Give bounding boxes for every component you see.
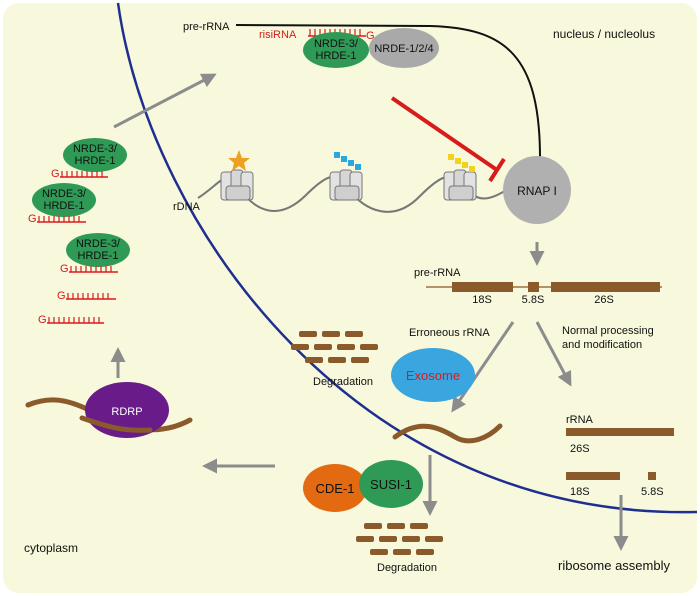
erroneous-rrna-strand: [392, 423, 503, 444]
cyto-g-letter-4: G: [57, 290, 66, 302]
cde1-label: CDE-1: [315, 481, 354, 496]
rrna-26s-label: 26S: [570, 443, 590, 455]
rrna-26s-bar: [566, 428, 674, 436]
segment-18s: [452, 282, 513, 292]
pre-rrna-top-label: pre-rRNA: [183, 21, 230, 33]
cde1-enzyme: [303, 464, 367, 512]
cyto-nrde3-label-1: NRDE-3/HRDE-1: [73, 143, 118, 167]
cyto-g-letter-2: G: [28, 213, 37, 225]
nucleosome-2: [329, 169, 363, 201]
risirna-label: risiRNA: [259, 29, 297, 41]
cyto-nrde3-label-2: NRDE-3/HRDE-1: [42, 188, 87, 212]
cyto-sirna-2: G: [28, 213, 86, 225]
region-label-cytoplasm: cytoplasm: [24, 541, 78, 555]
ribosome-assembly-label: ribosome assembly: [558, 558, 670, 573]
exosome-label: Exosome: [406, 368, 460, 383]
segment-26s: [551, 282, 660, 292]
rrna-5-8s-bar: [648, 472, 656, 480]
cyto-nrde3-label-3: NRDE-3/HRDE-1: [76, 238, 121, 262]
degradation-label-top: Degradation: [313, 376, 373, 388]
nrde3-hrde1-complex: [303, 32, 369, 68]
arrow-erroneous: [451, 321, 515, 413]
cyto-nrde3-complex-3: NRDE-3/HRDE-1: [66, 233, 130, 267]
degradation-fragments-bottom: [356, 523, 443, 555]
rdrp-rna-over: [79, 415, 153, 433]
yellow-methyl-marks-icon: [448, 154, 475, 172]
susi1-label: SUSI-1: [370, 477, 412, 492]
segment-18s-label: 18S: [472, 294, 492, 306]
degradation-fragments-top: [291, 331, 378, 363]
segment-26s-label: 26S: [594, 294, 614, 306]
cyto-sirna-5: G: [38, 314, 104, 326]
segment-5-8s: [528, 282, 539, 292]
cyto-g-letter-5: G: [38, 314, 47, 326]
inhibition-bar: [488, 157, 506, 183]
rnap1-enzyme: [503, 156, 571, 224]
rrna-label: rRNA: [566, 414, 594, 426]
blue-methyl-marks-icon: [334, 152, 361, 170]
rdna-label: rDNA: [173, 201, 201, 213]
exosome-complex: [391, 348, 475, 402]
rrna-18s-bar: [566, 472, 620, 480]
cyto-nrde3-complex-2: NRDE-3/HRDE-1: [32, 183, 96, 217]
risirna-g-letter: G: [366, 30, 375, 42]
cyto-g-letter-1: G: [51, 168, 60, 180]
nucleosome-1: [220, 169, 254, 201]
normal-processing-line1: Normal processing: [562, 325, 654, 337]
inhibition-line: [390, 96, 499, 172]
nrde124-complex: [369, 28, 439, 68]
cyto-g-letter-3: G: [60, 263, 69, 275]
arrow-normal-processing: [535, 321, 572, 387]
rrna-5-8s-label: 5.8S: [641, 486, 664, 498]
degradation-label-bottom: Degradation: [377, 562, 437, 574]
susi1-enzyme: [359, 460, 423, 508]
cyto-sirna-1: G: [51, 168, 108, 180]
pre-rrna-top-strand: [235, 24, 541, 159]
diagram-background: [3, 3, 697, 593]
rdrp-label: RDRP: [111, 406, 142, 418]
arrow-to-nucleus: [113, 73, 217, 129]
star-mark-icon: [228, 150, 250, 171]
cyto-nrde3-complex-1: NRDE-3/HRDE-1: [63, 138, 127, 172]
cyto-sirna-3: G: [60, 263, 118, 275]
normal-processing-line2: and modification: [562, 339, 642, 351]
region-label-nucleus: nucleus / nucleolus: [553, 27, 655, 41]
rrna-18s-label: 18S: [570, 486, 590, 498]
nucleosome-3: [443, 169, 477, 201]
erroneous-rrna-label: Erroneous rRNA: [409, 327, 490, 339]
cyto-sirna-4: G: [57, 290, 116, 302]
rnap1-label: RNAP I: [517, 184, 557, 198]
nrde124-label: NRDE-1/2/4: [374, 43, 433, 55]
segment-5-8s-label: 5.8S: [522, 294, 545, 306]
nrde3-hrde1-label: NRDE-3/HRDE-1: [314, 38, 359, 62]
pre-rrna-lower-label: pre-rRNA: [414, 267, 461, 279]
